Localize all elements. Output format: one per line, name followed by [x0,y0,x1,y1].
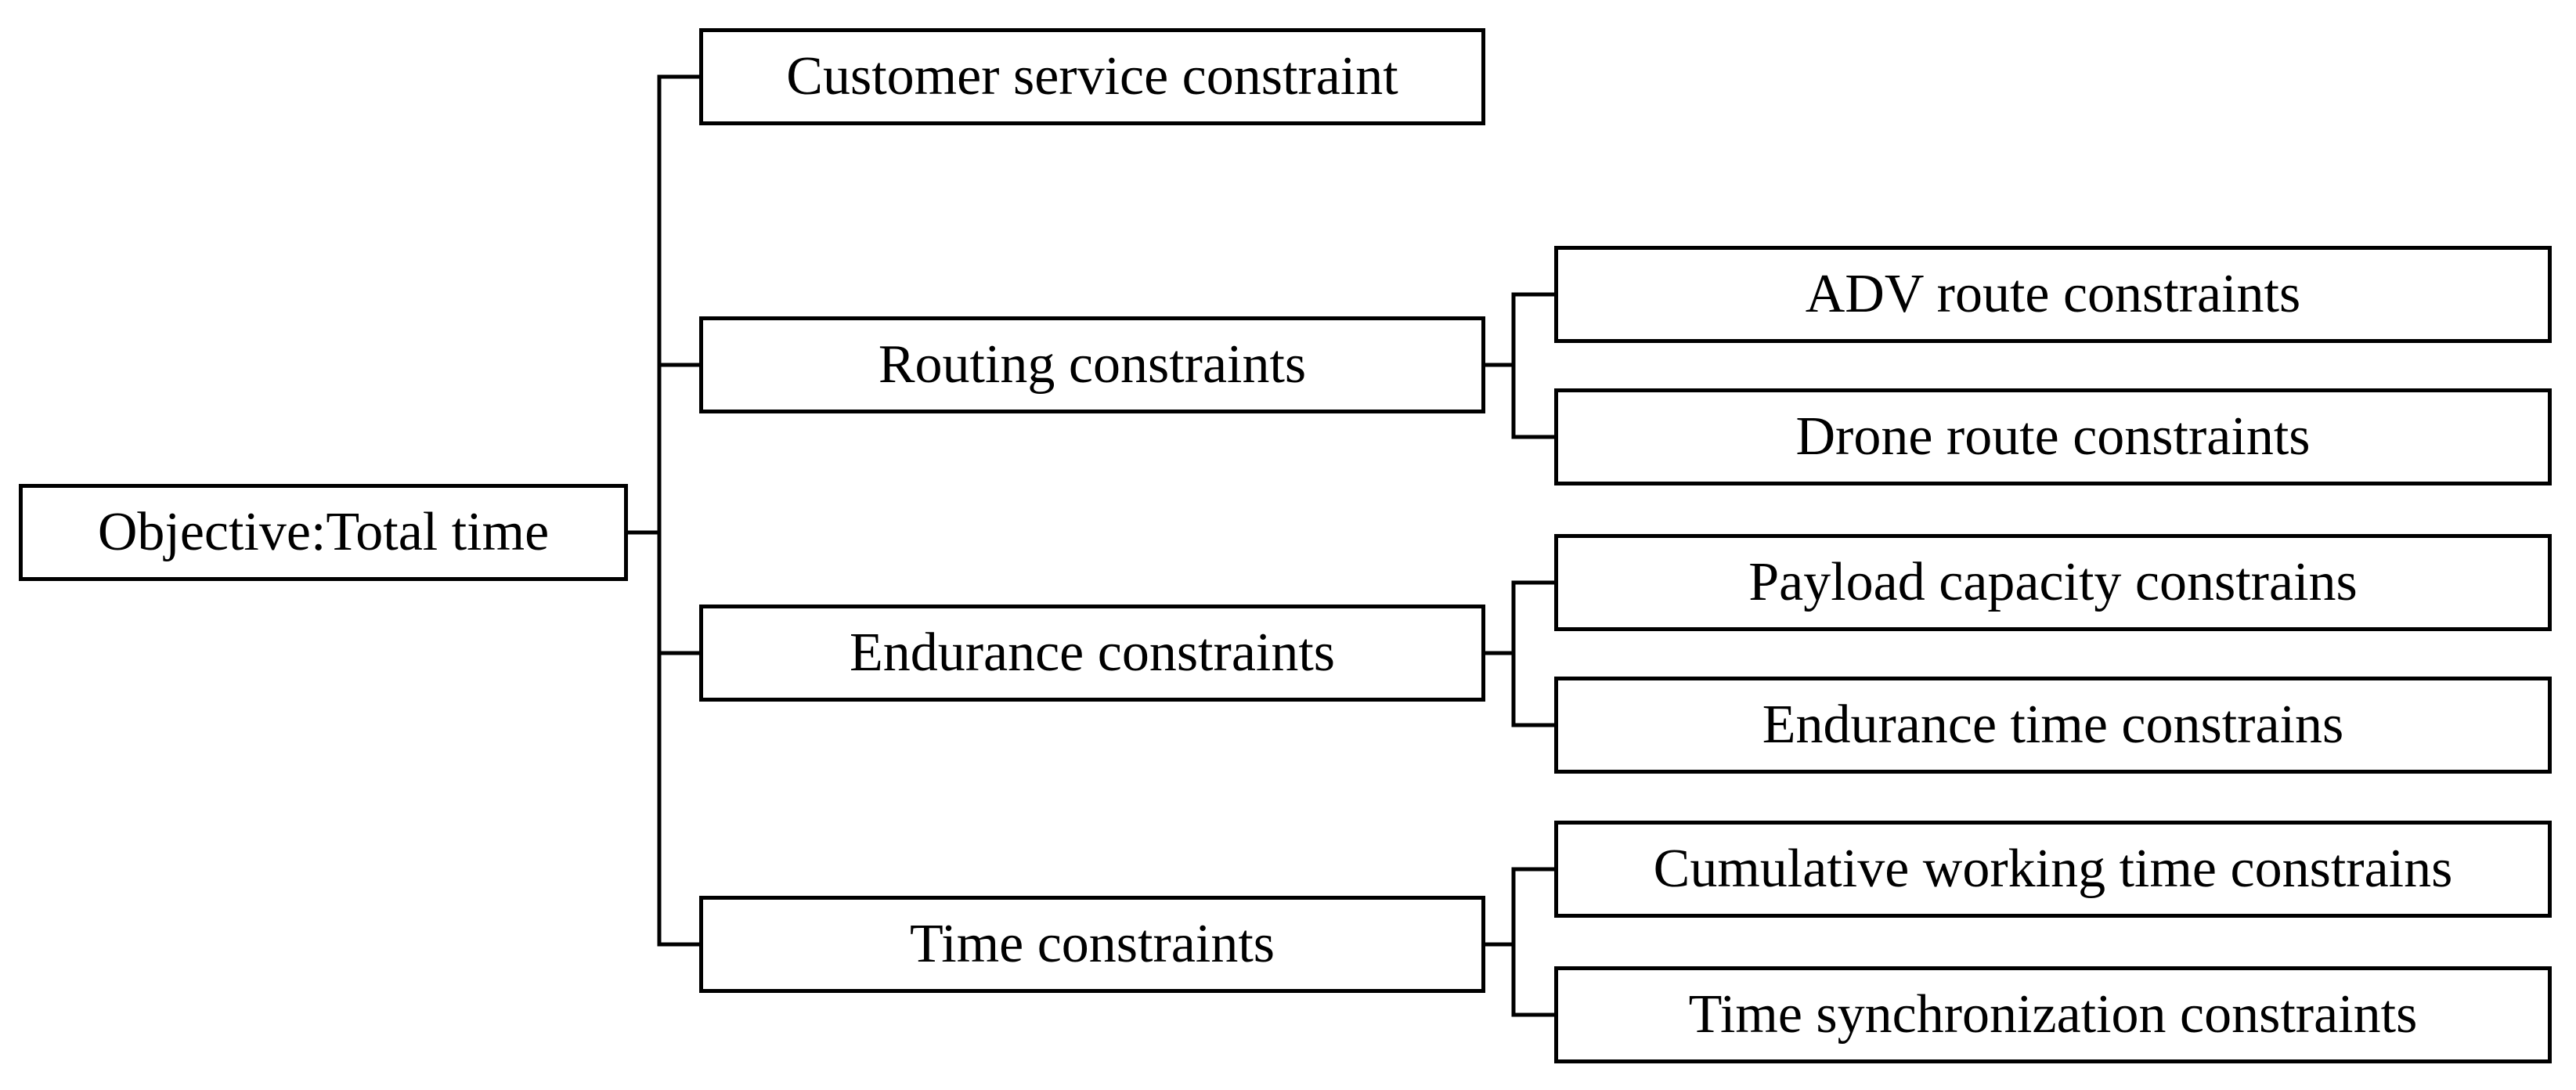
node-endurance-constraints: Endurance constraints [699,605,1485,702]
node-adv-route-constraints: ADV route constraints [1554,246,2552,343]
node-routing-constraints: Routing constraints [699,316,1485,413]
node-time-synchronization-constraints: Time synchronization constraints [1554,966,2552,1063]
node-time-constraints: Time constraints [699,896,1485,993]
node-cumulative-working-time-constrains: Cumulative working time constrains [1554,821,2552,918]
node-customer-service-constraint: Customer service constraint [699,28,1485,125]
node-payload-capacity-constrains: Payload capacity constrains [1554,534,2552,631]
node-drone-route-constraints: Drone route constraints [1554,388,2552,485]
root-node-objective: Objective:Total time [19,484,628,581]
node-endurance-time-constrains: Endurance time constrains [1554,677,2552,774]
